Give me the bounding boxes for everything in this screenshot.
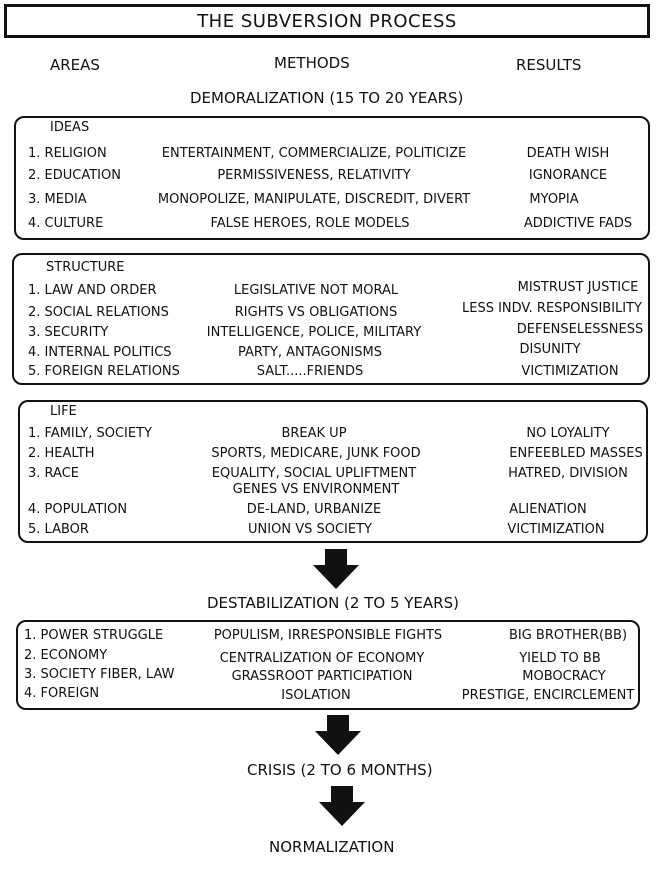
result-cell: IGNORANCE [528, 168, 608, 183]
table-row: 2. SOCIAL RELATIONS RIGHTS VS OBLIGATION… [14, 301, 648, 323]
diagram-title: THE SUBVERSION PROCESS [197, 10, 457, 32]
section-label-life: LIFE [50, 404, 77, 419]
method-cell: INTELLIGENCE, POLICE, MILITARY [206, 325, 422, 340]
area-cell: 2. SOCIAL RELATIONS [28, 305, 169, 320]
method-cell: FALSE HEROES, ROLE MODELS [210, 216, 410, 231]
arrow-down-icon [315, 715, 361, 755]
section-life: LIFE 1. FAMILY, SOCIETY BREAK UP NO LOYA… [18, 400, 648, 543]
area-cell: 4. CULTURE [28, 216, 104, 231]
table-row: 5. LABOR UNION VS SOCIETY VICTIMIZATION [20, 522, 646, 540]
result-cell: PRESTIGE, ENCIRCLEMENT [461, 688, 635, 703]
method-cell: PERMISSIVENESS, RELATIVITY [217, 168, 411, 183]
phase-crisis: CRISIS (2 TO 6 MONTHS) [247, 761, 433, 779]
diagram-title-box: THE SUBVERSION PROCESS [4, 4, 650, 38]
table-row: 3. RACE EQUALITY, SOCIAL UPLIFTMENT HATR… [20, 466, 646, 484]
result-cell: ADDICTIVE FADS [523, 216, 633, 231]
method-cell: BREAK UP [281, 426, 347, 441]
table-row: 1. POWER STRUGGLE POPULISM, IRRESPONSIBL… [18, 628, 638, 646]
result-cell: MISTRUST JUSTICE [517, 280, 639, 295]
table-row: 2. EDUCATION PERMISSIVENESS, RELATIVITY … [16, 168, 648, 186]
arrow-down-icon [313, 549, 359, 589]
table-row: 2. HEALTH SPORTS, MEDICARE, JUNK FOOD EN… [20, 446, 646, 464]
table-row: 4. FOREIGN ISOLATION PRESTIGE, ENCIRCLEM… [18, 686, 638, 704]
area-cell: 1. POWER STRUGGLE [24, 628, 164, 643]
header-methods: METHODS [274, 54, 350, 72]
area-cell: 1. LAW AND ORDER [28, 283, 157, 298]
table-row-continuation: GENES VS ENVIRONMENT [20, 482, 646, 500]
area-cell: 3. RACE [28, 466, 79, 481]
method-cell: SPORTS, MEDICARE, JUNK FOOD [211, 446, 421, 461]
area-cell: 5. LABOR [28, 522, 89, 537]
method-cell: LEGISLATIVE NOT MORAL [233, 283, 399, 298]
area-cell: 1. RELIGION [28, 146, 107, 161]
method-cell: UNION VS SOCIETY [248, 522, 372, 537]
result-cell: DEATH WISH [526, 146, 610, 161]
table-row: 4. CULTURE FALSE HEROES, ROLE MODELS ADD… [16, 216, 648, 234]
table-row: 1. RELIGION ENTERTAINMENT, COMMERCIALIZE… [16, 146, 648, 164]
table-row: 5. FOREIGN RELATIONS SALT.....FRIENDS VI… [14, 364, 648, 382]
header-results: RESULTS [516, 56, 582, 74]
method-cell: GRASSROOT PARTICIPATION [231, 669, 413, 684]
method-cell: EQUALITY, SOCIAL UPLIFTMENT [211, 466, 417, 481]
result-cell: MOBOCRACY [522, 669, 606, 684]
table-row: 4. INTERNAL POLITICS PARTY, ANTAGONISMS … [14, 342, 648, 363]
section-structure: STRUCTURE 1. LAW AND ORDER LEGISLATIVE N… [12, 253, 650, 385]
result-cell: ENFEEBLED MASSES [509, 446, 643, 461]
result-cell: ALIENATION [509, 502, 587, 517]
method-cell: RIGHTS VS OBLIGATIONS [234, 305, 398, 320]
area-cell: 3. SECURITY [28, 325, 109, 340]
result-cell: DISUNITY [519, 342, 581, 357]
method-cell: SALT.....FRIENDS [256, 364, 364, 379]
section-ideas: IDEAS 1. RELIGION ENTERTAINMENT, COMMERC… [14, 116, 650, 240]
section-label-structure: STRUCTURE [46, 260, 125, 275]
section-destabilization: 1. POWER STRUGGLE POPULISM, IRRESPONSIBL… [16, 620, 640, 710]
table-row: 1. FAMILY, SOCIETY BREAK UP NO LOYALITY [20, 426, 646, 444]
method-cell: MONOPOLIZE, MANIPULATE, DISCREDIT, DIVER… [157, 192, 471, 207]
phase-normalization: NORMALIZATION [269, 838, 395, 856]
phase-demoralization: DEMORALIZATION (15 TO 20 YEARS) [190, 89, 464, 107]
method-cell: GENES VS ENVIRONMENT [232, 482, 400, 497]
table-row: 2. ECONOMY CENTRALIZATION OF ECONOMY YIE… [18, 648, 638, 666]
result-cell: LESS INDV. RESPONSIBILITY [461, 301, 643, 316]
result-cell: MYOPIA [529, 192, 579, 207]
method-cell: DE-LAND, URBANIZE [246, 502, 382, 517]
result-cell: VICTIMIZATION [521, 364, 619, 379]
area-cell: 3. SOCIETY FIBER, LAW [24, 667, 175, 682]
area-cell: 4. INTERNAL POLITICS [28, 345, 172, 360]
area-cell: 1. FAMILY, SOCIETY [28, 426, 152, 441]
table-row: 3. SOCIETY FIBER, LAW GRASSROOT PARTICIP… [18, 667, 638, 685]
result-cell: NO LOYALITY [526, 426, 610, 441]
arrow-down-icon [319, 786, 365, 826]
method-cell: ISOLATION [281, 688, 351, 703]
result-cell: DEFENSELESSNESS [516, 322, 644, 337]
phase-destabilization: DESTABILIZATION (2 TO 5 YEARS) [207, 594, 459, 612]
table-row: 4. POPULATION DE-LAND, URBANIZE ALIENATI… [20, 502, 646, 520]
section-label-ideas: IDEAS [50, 120, 90, 135]
table-row: 3. MEDIA MONOPOLIZE, MANIPULATE, DISCRED… [16, 192, 648, 210]
table-row: 3. SECURITY INTELLIGENCE, POLICE, MILITA… [14, 322, 648, 343]
area-cell: 3. MEDIA [28, 192, 87, 207]
area-cell: 2. ECONOMY [24, 648, 108, 663]
area-cell: 5. FOREIGN RELATIONS [28, 364, 180, 379]
result-cell: YIELD TO BB [519, 651, 601, 666]
result-cell: HATRED, DIVISION [508, 466, 628, 481]
method-cell: CENTRALIZATION OF ECONOMY [219, 651, 425, 666]
method-cell: ENTERTAINMENT, COMMERCIALIZE, POLITICIZE [161, 146, 467, 161]
area-cell: 4. POPULATION [28, 502, 128, 517]
method-cell: POPULISM, IRRESPONSIBLE FIGHTS [213, 628, 443, 643]
method-cell: PARTY, ANTAGONISMS [238, 345, 382, 360]
area-cell: 4. FOREIGN [24, 686, 100, 701]
result-cell: VICTIMIZATION [507, 522, 605, 537]
table-row: 1. LAW AND ORDER LEGISLATIVE NOT MORAL M… [14, 280, 648, 301]
result-cell: BIG BROTHER(BB) [508, 628, 628, 643]
area-cell: 2. HEALTH [28, 446, 95, 461]
area-cell: 2. EDUCATION [28, 168, 121, 183]
header-areas: AREAS [50, 56, 100, 74]
